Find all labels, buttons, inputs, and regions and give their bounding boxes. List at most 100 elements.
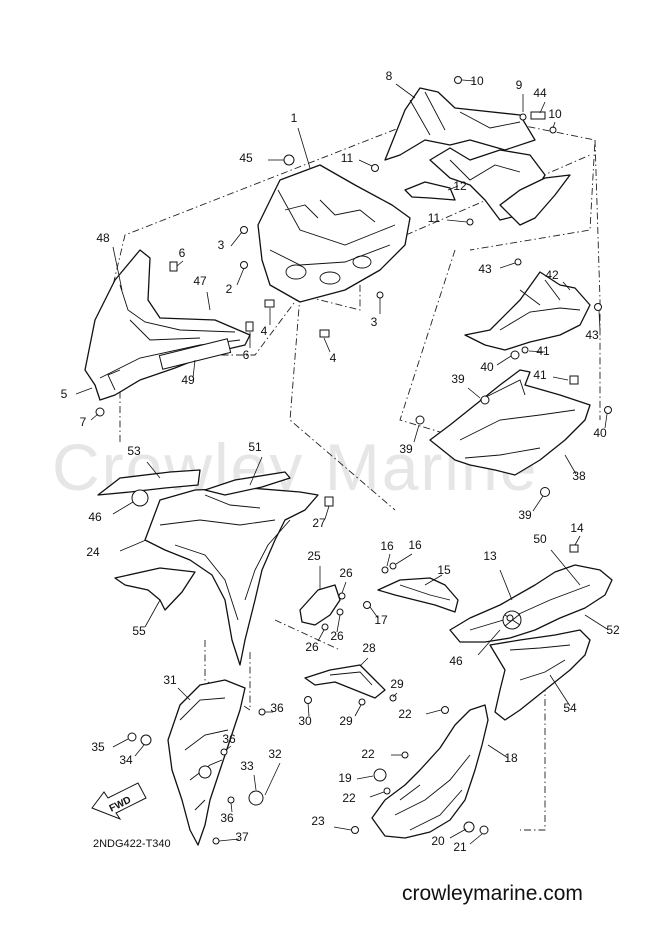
leader-line-31	[177, 687, 191, 701]
callout-29a: 29	[390, 677, 404, 691]
callout-22c: 22	[342, 791, 356, 805]
callout-35: 35	[91, 740, 105, 754]
callout-43a: 43	[478, 262, 492, 276]
part-12-bracket	[404, 147, 571, 226]
part-31-inner-panel	[167, 679, 246, 846]
callout-39b: 39	[399, 442, 413, 456]
callout-40b: 40	[593, 426, 607, 440]
leader-line-34	[134, 744, 145, 757]
leader-lines	[75, 79, 608, 845]
leader-line-39a	[467, 387, 481, 399]
callout-33: 33	[240, 759, 254, 773]
callout-7: 7	[80, 415, 87, 429]
leader-line-19	[356, 775, 374, 780]
callout-22b: 22	[361, 747, 375, 761]
callout-39a: 39	[451, 372, 465, 386]
leader-line-43b	[598, 310, 601, 331]
callout-6a: 6	[179, 246, 186, 260]
leader-line-26a	[341, 581, 347, 594]
leader-line-16a	[386, 553, 391, 567]
leader-line-22c	[369, 791, 385, 798]
callout-53: 53	[127, 444, 141, 458]
callout-48: 48	[96, 231, 110, 245]
leader-line-22a	[425, 709, 442, 715]
leader-line-35	[112, 738, 129, 748]
leader-line-21	[469, 833, 483, 845]
leader-line-12	[447, 185, 459, 191]
leader-line-54	[549, 674, 571, 707]
part-13-side-cover	[449, 564, 613, 643]
callout-39c: 39	[518, 508, 532, 522]
leader-line-28	[359, 657, 369, 667]
callout-45: 45	[239, 151, 253, 165]
callout-54: 54	[563, 701, 577, 715]
leader-line-6a	[176, 260, 184, 267]
leader-line-41b	[552, 376, 569, 381]
leader-line-26c	[317, 629, 325, 642]
leader-line-41a	[528, 350, 546, 353]
leader-line-11a	[358, 159, 373, 167]
callout-22a: 22	[398, 707, 412, 721]
callout-6b: 6	[243, 348, 250, 362]
callout-18: 18	[504, 751, 518, 765]
callout-36a: 36	[270, 701, 284, 715]
leader-line-52	[584, 614, 608, 630]
callout-8: 8	[386, 69, 393, 83]
callout-11a: 11	[341, 151, 354, 165]
callout-21: 21	[453, 840, 467, 854]
callout-32: 32	[268, 747, 282, 761]
leader-line-30	[307, 702, 310, 717]
callout-41b: 41	[533, 368, 547, 382]
callout-29b: 29	[339, 714, 353, 728]
callout-46a: 46	[88, 510, 102, 524]
callout-16b: 16	[408, 538, 422, 552]
callout-36c: 36	[220, 811, 234, 825]
callout-12: 12	[453, 179, 467, 193]
callout-10b: 10	[548, 107, 562, 121]
part-55-decal	[114, 567, 196, 611]
callout-26c: 26	[305, 640, 319, 654]
part-18-under-cowl	[371, 704, 489, 839]
callout-19: 19	[338, 771, 352, 785]
leader-line-39b	[413, 424, 420, 443]
callout-49: 49	[181, 373, 195, 387]
leader-line-38	[564, 454, 577, 475]
callout-14: 14	[570, 521, 584, 535]
callout-13: 13	[483, 549, 497, 563]
callout-46b: 46	[449, 654, 463, 668]
leader-line-39c	[532, 495, 544, 512]
part-25-bracket	[299, 584, 341, 626]
callout-20: 20	[431, 834, 445, 848]
callout-27: 27	[312, 516, 326, 530]
part-51-decal	[204, 471, 291, 496]
part-15-bracket	[377, 577, 459, 613]
callout-3a: 3	[218, 238, 225, 252]
part-54-lower-cover	[489, 629, 591, 721]
callout-31: 31	[163, 673, 177, 687]
callout-28: 28	[362, 641, 376, 655]
leader-line-36c	[230, 802, 233, 813]
leader-line-15	[424, 574, 443, 586]
callout-38: 38	[572, 469, 586, 483]
leader-line-40a	[496, 355, 512, 366]
callout-10a: 10	[470, 74, 484, 88]
leader-line-40b	[604, 413, 608, 429]
leader-line-10b	[552, 121, 556, 129]
callout-37: 37	[235, 830, 249, 844]
fwd-arrow: FWD	[91, 782, 147, 821]
part-38-side-bracket	[429, 369, 591, 476]
leader-line-33	[253, 774, 257, 791]
leader-line-27	[324, 505, 330, 520]
leader-line-13	[499, 569, 513, 601]
callout-11b: 11	[428, 211, 441, 225]
callout-44: 44	[533, 86, 547, 100]
callout-24: 24	[86, 545, 100, 559]
leader-line-55	[144, 599, 161, 628]
callout-9: 9	[516, 78, 523, 92]
callout-34: 34	[119, 753, 133, 767]
callout-41a: 41	[536, 344, 550, 358]
leader-line-53	[146, 461, 161, 479]
leader-line-4b	[323, 337, 331, 353]
leader-line-32	[264, 762, 281, 796]
